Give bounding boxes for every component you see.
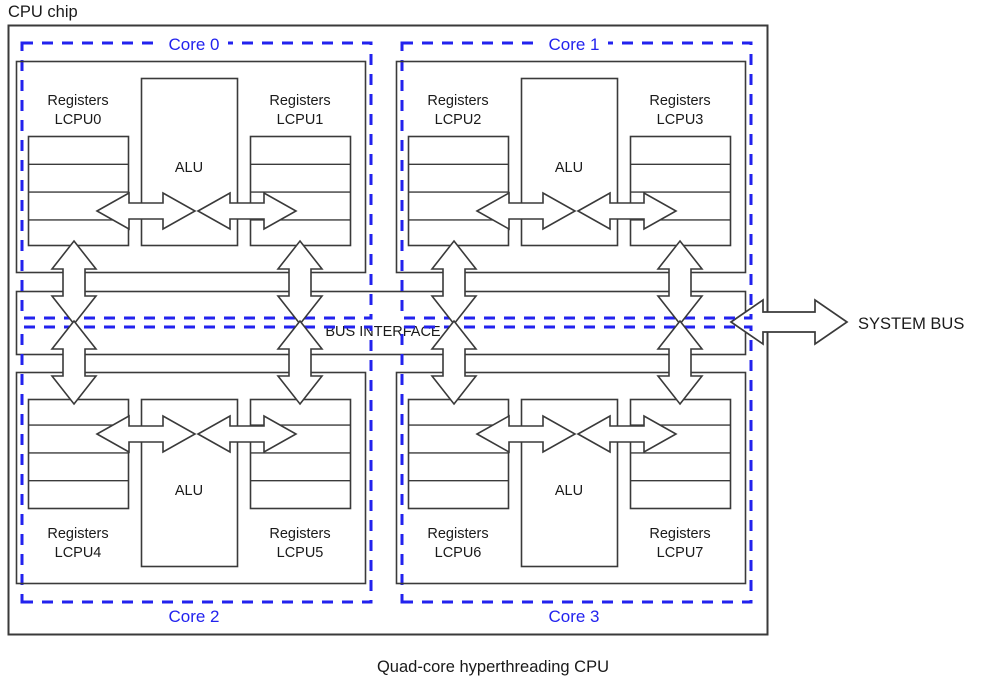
core-3-alu-label: ALU [555, 483, 583, 499]
core-2-inner-box [15, 371, 367, 585]
diagram-caption: Quad-core hyperthreading CPU [377, 658, 609, 676]
core-3-reg0-subtitle: LCPU6 [435, 545, 482, 561]
core-2-reg0-alu-arrow [95, 414, 197, 454]
core-2-left-bus-arrow [50, 319, 98, 406]
core-2-reg1-subtitle: LCPU5 [277, 545, 324, 561]
core-2-label: Core 2 [168, 607, 219, 626]
core-3-text-layer: ALU Registers LCPU6 Registers LCPU7 Core… [427, 483, 711, 627]
core-0-reg1-box [249, 135, 352, 247]
core-0: Core 0 ALU Registers LCPU0 Registers LCP… [15, 31, 373, 326]
system-bus-label: SYSTEM BUS [858, 315, 964, 333]
core-2-reg1-title: Registers [269, 526, 330, 542]
core-1-registers-lcpu2: Registers LCPU2 [407, 93, 510, 247]
core-0-alu-label: ALU [175, 160, 203, 176]
core-1-alu-reg1-arrow [576, 191, 678, 231]
core-3-label-backdrop [540, 604, 608, 627]
core-1-reg0-box [407, 135, 510, 247]
core-2-reg0-box [27, 398, 130, 510]
core-3-reg1-box [629, 398, 732, 510]
core-0-label-backdrop [160, 31, 228, 54]
core-2 [15, 319, 373, 604]
core-0-reg0-subtitle: LCPU0 [55, 112, 102, 128]
core-0-boundary [20, 41, 373, 320]
core-1-label-backdrop [540, 31, 608, 54]
core-2-reg0-title: Registers [47, 526, 108, 542]
core-3-inner-box [395, 371, 747, 585]
core-1-reg1-subtitle: LCPU3 [657, 112, 704, 128]
core-2-alu-label: ALU [175, 483, 203, 499]
system-bus-arrow [729, 298, 849, 346]
cpu-chip-label: CPU chip [8, 3, 78, 21]
core-0-reg1-subtitle: LCPU1 [277, 112, 324, 128]
core-1-reg0-alu-arrow [475, 191, 577, 231]
core-3-alu-reg1-arrow [576, 414, 678, 454]
core-1-label: Core 1 [548, 35, 599, 54]
core-3-boundary [400, 325, 753, 604]
core-0-label: Core 0 [168, 35, 219, 54]
core-3-left-bus-arrow [430, 319, 478, 406]
core-0-alu-reg1-arrow [196, 191, 298, 231]
core-3-label: Core 3 [548, 607, 599, 626]
core-0-reg0-title: Registers [47, 93, 108, 109]
core-1-reg0-subtitle: LCPU2 [435, 112, 482, 128]
core-2-alu-reg1-arrow [196, 414, 298, 454]
core-0-reg0-box [27, 135, 130, 247]
core-2-label-backdrop [160, 604, 228, 627]
core-3-right-bus-arrow [656, 319, 704, 406]
core-1-reg1-title: Registers [649, 93, 710, 109]
core-3-reg0-title: Registers [427, 526, 488, 542]
core-3-reg1-title: Registers [649, 526, 710, 542]
core-1-reg1-box [629, 135, 732, 247]
core-3-reg1-subtitle: LCPU7 [657, 545, 704, 561]
core-3-reg0-box [407, 398, 510, 510]
core-0-registers-lcpu0: Registers LCPU0 [27, 93, 130, 247]
core-2-boundary [20, 325, 373, 604]
core-1: Core 1 ALU Registers LCPU2 Registers LCP… [395, 31, 753, 326]
core-2-reg0-subtitle: LCPU4 [55, 545, 102, 561]
core-0-reg1-title: Registers [269, 93, 330, 109]
core-3 [395, 319, 753, 604]
core-1-reg0-title: Registers [427, 93, 488, 109]
core-3-reg0-alu-arrow [475, 414, 577, 454]
bus-interface-label: BUS INTERFACE [325, 324, 441, 340]
core-2-reg1-box [249, 398, 352, 510]
core-2-text-layer: ALU Registers LCPU4 Registers LCPU5 Core… [47, 483, 331, 627]
core-1-alu-label: ALU [555, 160, 583, 176]
core-1-boundary [400, 41, 753, 320]
core-1-inner-box [395, 60, 747, 274]
core-0-inner-box [15, 60, 367, 274]
core-0-reg0-alu-arrow [95, 191, 197, 231]
core-2-right-bus-arrow [276, 319, 324, 406]
